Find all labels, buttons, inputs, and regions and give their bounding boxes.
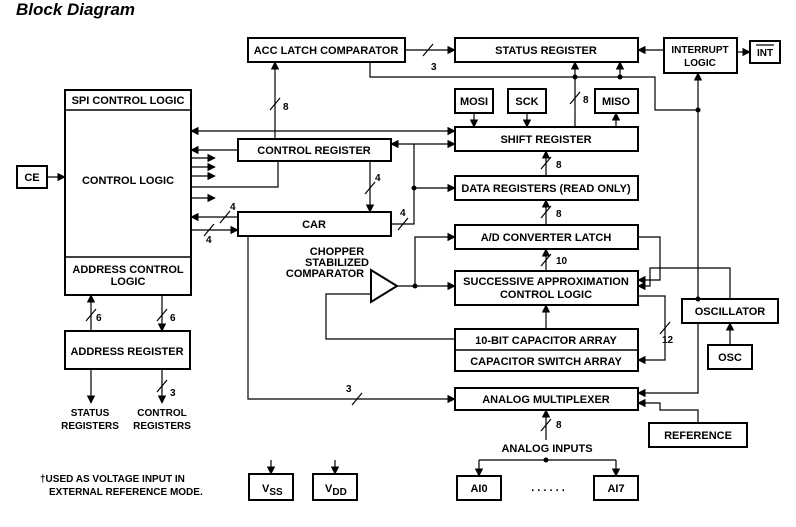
sck-label: SCK (515, 96, 538, 108)
bus-width-cl-car-1: 4 (230, 202, 236, 213)
status-registers-label-2: REGISTERS (61, 421, 119, 432)
interrupt-logic-label-1: INTERRUPT (671, 45, 728, 56)
chopper-label-1: CHOPPER (310, 246, 364, 258)
sck-block: SCK (507, 88, 547, 114)
control-registers-label-2: REGISTERS (133, 421, 191, 432)
acc-latch-comparator-block: ACC LATCH COMPARATOR (247, 37, 406, 63)
interrupt-logic-block: INTERRUPT LOGIC (663, 37, 738, 74)
capacitor-array-block: 10-BIT CAPACITOR ARRAY CAPACITOR SWITCH … (454, 328, 639, 372)
status-registers-label-1: STATUS (71, 408, 110, 419)
analog-inputs-dots: . . . . . . (531, 482, 565, 494)
reference-block: REFERENCE (648, 422, 748, 448)
analog-mux-label: ANALOG MULTIPLEXER (482, 394, 610, 406)
address-register-block: ADDRESS REGISTER (64, 330, 191, 370)
address-control-label-2: LOGIC (111, 276, 146, 288)
bus-width-shift-status: 8 (583, 95, 589, 106)
data-registers-label: DATA REGISTERS (READ ONLY) (461, 183, 631, 195)
ce-pin-block: CE (16, 165, 48, 189)
bus-width-markers: 3 8 8 8 8 10 4 4 4 4 12 3 8 6 6 3 (85, 43, 674, 432)
reference-label: REFERENCE (664, 430, 732, 442)
osc-pin-label: OSC (718, 352, 742, 364)
ce-pin-label: CE (24, 172, 39, 184)
bus-width-addr-up: 6 (96, 313, 102, 324)
spi-control-logic-block: SPI CONTROL LOGIC CONTROL LOGIC ADDRESS … (64, 89, 192, 296)
osc-pin-block: OSC (707, 344, 753, 370)
sar-label-1: SUCCESSIVE APPROXIMATION (463, 276, 629, 288)
miso-block: MISO (594, 88, 639, 114)
vss-pin-block: VSS (248, 473, 294, 501)
bus-width-cl-car-2: 4 (206, 235, 212, 246)
connection-lines (47, 45, 751, 477)
vdd-pin-block: VDD (312, 473, 358, 501)
analog-inputs-label: ANALOG INPUTS (501, 443, 592, 455)
cap-array-label: 10-BIT CAPACITOR ARRAY (475, 335, 617, 347)
data-registers-block: DATA REGISTERS (READ ONLY) (454, 175, 639, 201)
footnote-line-1: †USED AS VOLTAGE INPUT IN (40, 474, 185, 485)
bus-width-shift-data: 8 (556, 160, 562, 171)
status-register-block: STATUS REGISTER (454, 37, 639, 63)
interrupt-logic-label-2: LOGIC (684, 58, 716, 69)
bus-width-acc-status: 3 (431, 62, 437, 73)
bus-width-mux-in: 8 (556, 420, 562, 431)
ai0-block: AI0 (456, 475, 502, 501)
bus-width-ctrlreg-car: 4 (375, 173, 381, 184)
analog-multiplexer-block: ANALOG MULTIPLEXER (454, 387, 639, 411)
sar-label-2: CONTROL LOGIC (500, 289, 592, 301)
bus-width-addr-ctrl: 3 (170, 388, 176, 399)
address-register-label: ADDRESS REGISTER (70, 346, 183, 358)
ai0-label: AI0 (470, 483, 487, 495)
bus-width-addr-down: 6 (170, 313, 176, 324)
acc-latch-comparator-label: ACC LATCH COMPARATOR (254, 45, 399, 57)
ai7-label: AI7 (607, 483, 624, 495)
sar-control-logic-block: SUCCESSIVE APPROXIMATION CONTROL LOGIC (454, 270, 639, 306)
ai7-block: AI7 (593, 475, 639, 501)
diagram-title: Block Diagram (16, 0, 135, 19)
bus-width-latch-sar: 10 (556, 256, 568, 267)
car-label: CAR (302, 219, 326, 231)
footnote-line-2: EXTERNAL REFERENCE MODE. (49, 487, 203, 498)
miso-label: MISO (602, 96, 631, 108)
control-register-block: CONTROL REGISTER (237, 138, 392, 162)
chopper-label-2: STABILIZED (305, 257, 369, 269)
address-control-label-1: ADDRESS CONTROL (72, 264, 184, 276)
bus-width-acc-ctrl: 8 (283, 102, 289, 113)
shift-register-block: SHIFT REGISTER (454, 126, 639, 152)
control-register-label: CONTROL REGISTER (257, 145, 371, 157)
oscillator-block: OSCILLATOR (681, 298, 779, 324)
ad-converter-latch-block: A/D CONVERTER LATCH (454, 224, 639, 250)
cap-switch-label: CAPACITOR SWITCH ARRAY (470, 356, 622, 368)
car-block: CAR (237, 211, 392, 237)
bus-width-car-mux: 3 (346, 384, 352, 395)
control-logic-label: CONTROL LOGIC (82, 175, 174, 187)
int-pin-block: INT (749, 40, 781, 64)
oscillator-label: OSCILLATOR (695, 306, 766, 318)
mosi-block: MOSI (454, 88, 494, 114)
mosi-label: MOSI (460, 96, 488, 108)
bus-width-data-latch: 8 (556, 209, 562, 220)
shift-register-label: SHIFT REGISTER (500, 134, 591, 146)
status-register-label: STATUS REGISTER (495, 45, 597, 57)
control-registers-label-1: CONTROL (137, 408, 186, 419)
spi-control-logic-label: SPI CONTROL LOGIC (72, 95, 185, 107)
comparator-triangle-icon (370, 268, 399, 304)
ad-converter-latch-label: A/D CONVERTER LATCH (481, 232, 612, 244)
chopper-label-3: COMPARATOR (286, 268, 364, 280)
bus-width-car-right: 4 (400, 208, 406, 219)
int-pin-label: INT (757, 48, 773, 59)
vss-label: VSS (262, 483, 283, 498)
vdd-label: VDD (325, 483, 347, 498)
bus-width-cap-12: 12 (662, 335, 674, 346)
